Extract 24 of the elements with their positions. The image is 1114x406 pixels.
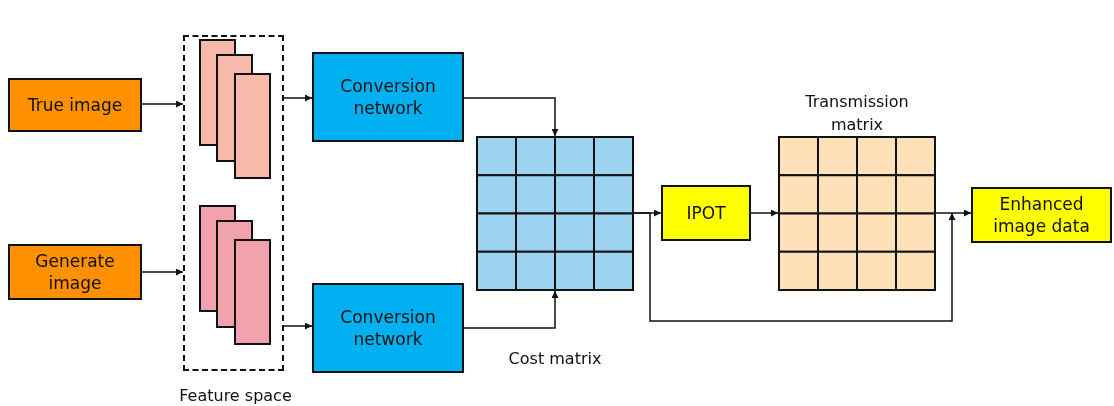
arrow xyxy=(141,100,184,108)
arrow xyxy=(750,209,779,217)
node-label: True image xyxy=(27,94,123,116)
arrow xyxy=(283,322,313,330)
network-box xyxy=(312,283,464,373)
node-label: Generate image xyxy=(34,250,116,294)
arrow xyxy=(141,268,184,276)
input-box xyxy=(8,244,142,300)
arrow xyxy=(463,290,559,329)
node-label: IPOT xyxy=(686,202,726,224)
arrow xyxy=(935,209,972,217)
arrow xyxy=(283,94,313,102)
node-label: Conversion network xyxy=(339,306,437,350)
node-label: Enhanced image data xyxy=(992,193,1091,237)
group-label: Feature space xyxy=(178,385,293,406)
matrix-caption: Transmission matrix xyxy=(804,91,910,136)
process-box xyxy=(661,185,751,241)
output-box xyxy=(971,187,1112,243)
arrow xyxy=(463,97,559,137)
network-box xyxy=(312,52,464,142)
node-label: Conversion network xyxy=(339,75,437,119)
input-box xyxy=(8,78,142,132)
matrix-caption: Cost matrix xyxy=(507,348,603,370)
arrow xyxy=(633,212,956,322)
